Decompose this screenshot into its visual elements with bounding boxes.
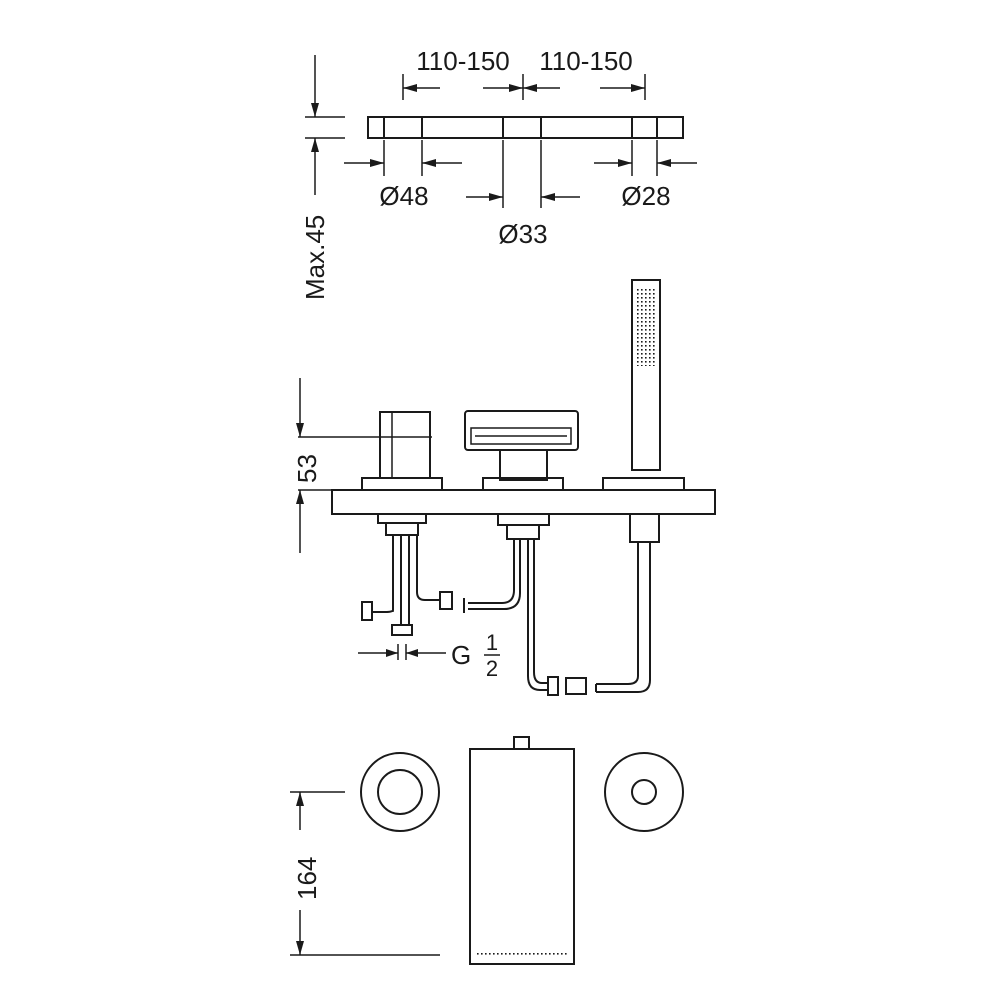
- deck-slab: [331, 489, 716, 515]
- thread-numerator: 1: [486, 630, 498, 655]
- spout-side: [463, 410, 587, 696]
- diameter-28-dimension: [594, 140, 697, 176]
- diameter-48-dimension: [344, 140, 462, 176]
- mixer-handle-side: [361, 411, 453, 636]
- diameter-33-dimension: [466, 140, 580, 208]
- height-53-dimension: [296, 378, 432, 553]
- spacing-right-label: 110-150: [539, 46, 633, 76]
- height-164-dimension: [290, 791, 440, 956]
- mixer-rosette-front: [360, 752, 440, 832]
- max-thickness-label: Max.45: [300, 215, 330, 300]
- height-164-label: 164: [292, 857, 322, 900]
- spacing-left-label: 110-150: [416, 46, 510, 76]
- thread-prefix-label: G: [451, 640, 471, 670]
- handshower-rosette-front: [604, 752, 684, 832]
- max-thickness-dimension: [305, 55, 345, 195]
- diameter-33-label: Ø33: [498, 219, 547, 249]
- height-53-label: 53: [292, 454, 322, 483]
- thread-dimension: [358, 644, 500, 660]
- diameter-28-label: Ø28: [621, 181, 670, 211]
- diameter-48-label: Ø48: [379, 181, 428, 211]
- deck-hole-section: [367, 116, 684, 139]
- thread-denominator: 2: [486, 656, 498, 681]
- handshower-side: [595, 279, 685, 693]
- spacing-dimension: [402, 74, 646, 100]
- spout-front: [469, 736, 575, 965]
